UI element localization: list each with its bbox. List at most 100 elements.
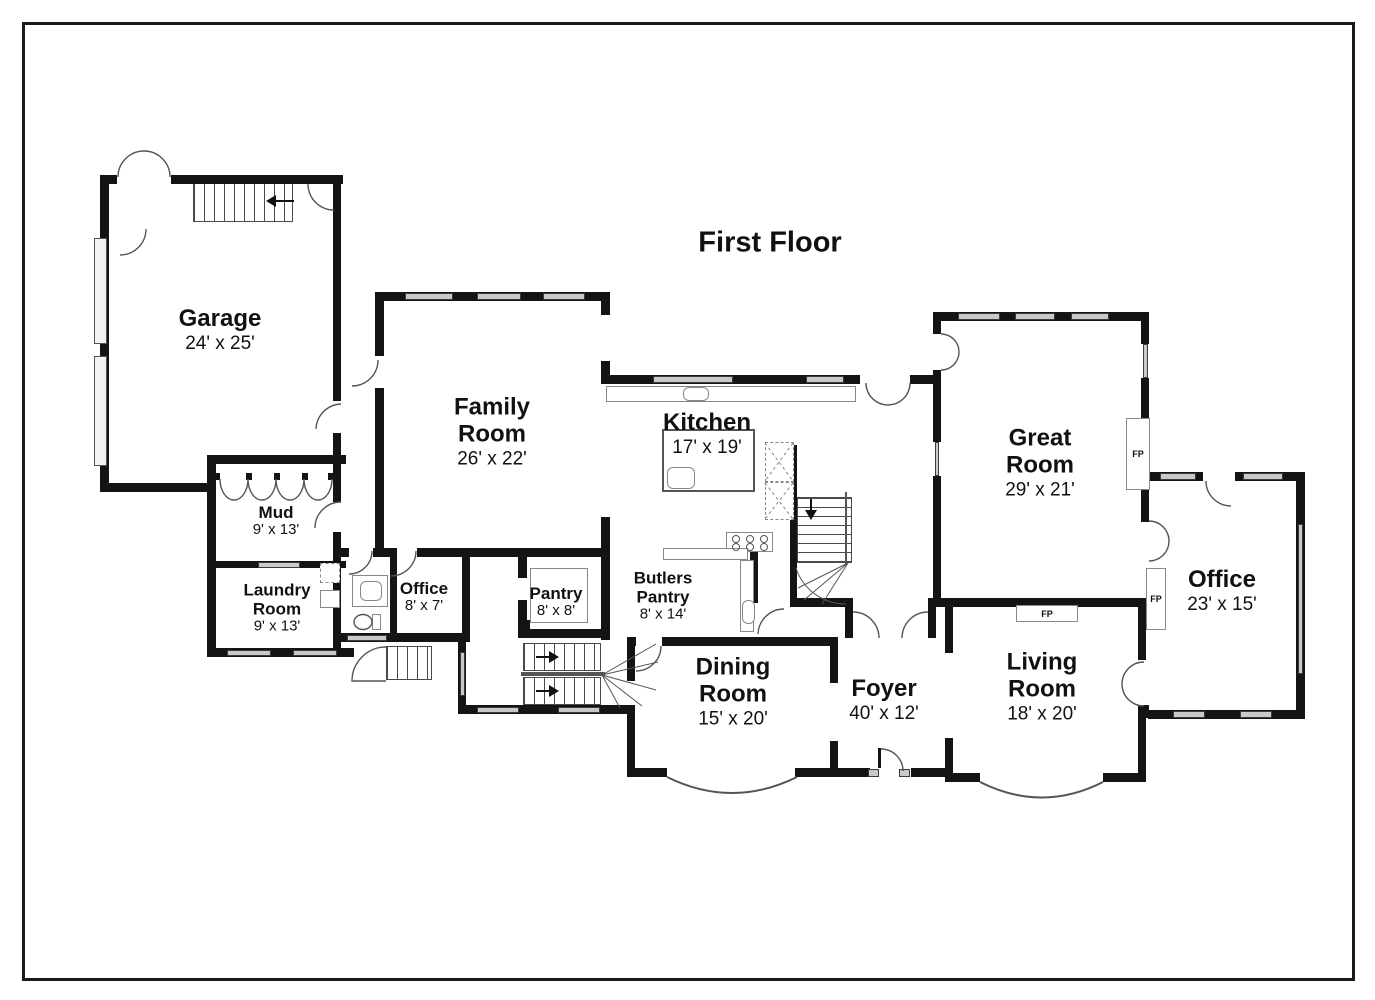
wall-segment: [390, 548, 397, 638]
window: [477, 293, 521, 300]
plan-title: First Floor: [698, 226, 842, 259]
wall-segment: [100, 175, 343, 184]
window: [1173, 711, 1205, 718]
coat-hook: [274, 473, 280, 480]
window: [935, 442, 939, 476]
wall-segment: [100, 483, 215, 492]
wall-segment: [933, 370, 941, 442]
coat-hook: [246, 473, 252, 480]
wall-segment: [945, 738, 953, 782]
pantry-shelving: [530, 568, 588, 623]
wall-segment: [790, 598, 853, 607]
main-stair-up-arrow-icon: [549, 651, 559, 663]
wall-segment: [1103, 773, 1146, 782]
wall-segment: [1141, 378, 1149, 420]
door-opening: [860, 375, 910, 384]
wall-segment: [518, 548, 527, 578]
plan-border-frame: [22, 22, 1355, 981]
wall-segment: [462, 548, 470, 642]
wall-segment: [928, 598, 936, 638]
room-label-mud-room: Mud 9' x 13': [252, 503, 300, 539]
door-opening: [933, 334, 941, 370]
wall-segment: [458, 705, 635, 714]
window: [1015, 313, 1055, 320]
wall-segment: [627, 637, 635, 681]
main-staircase-upper-run: [523, 643, 601, 671]
wall-segment: [845, 598, 853, 638]
back-stair-rail: [845, 492, 847, 564]
window: [1298, 524, 1303, 674]
fireplace-office: FP: [1146, 568, 1166, 630]
fireplace-living-room: FP: [1016, 605, 1078, 622]
laundry-machine: [320, 590, 340, 608]
wall-segment: [933, 476, 941, 600]
powder-sink: [360, 581, 382, 601]
wall-segment: [373, 548, 393, 557]
wall-segment: [601, 517, 610, 640]
window: [94, 356, 107, 466]
window: [347, 635, 387, 641]
window: [1071, 313, 1109, 320]
window: [958, 313, 1000, 320]
wall-segment: [1138, 607, 1146, 660]
door-opening: [117, 175, 171, 184]
door-opening: [870, 768, 911, 777]
main-staircase-lower-run: [523, 677, 601, 705]
window: [868, 769, 879, 777]
door-opening: [1203, 472, 1235, 481]
room-label-great-room: Great Room 29' x 21': [1005, 424, 1075, 501]
wall-segment: [830, 637, 838, 683]
main-stair-arrow-stem: [536, 690, 550, 692]
main-stair-arrow-stem: [536, 656, 550, 658]
front-door-leaf: [878, 748, 881, 770]
door-opening: [636, 637, 662, 646]
wall-segment: [795, 768, 832, 777]
back-stair-down-arrow-icon: [805, 510, 817, 520]
window: [653, 376, 733, 383]
garage-staircase: [193, 182, 293, 222]
wall-segment: [1148, 710, 1305, 719]
wall-segment: [790, 445, 797, 602]
wall-segment: [518, 600, 527, 638]
wall-segment: [333, 433, 341, 502]
tall-cabinet: [765, 482, 794, 520]
wall-segment: [341, 633, 469, 642]
window: [806, 376, 844, 383]
wall-segment: [933, 312, 941, 334]
wall-segment: [601, 375, 941, 384]
kitchen-counter: [606, 386, 856, 402]
wall-segment: [601, 361, 610, 382]
window: [94, 238, 107, 344]
window: [1243, 473, 1283, 480]
room-label-office-right: Office 23' x 15': [1187, 565, 1257, 615]
laundry-machine: [320, 563, 340, 583]
window: [558, 707, 600, 713]
wall-segment: [375, 292, 384, 356]
room-label-pantry: Pantry 8' x 8': [529, 584, 583, 620]
room-label-kitchen: Kitchen 17' x 19': [662, 408, 752, 458]
butlers-counter: [663, 548, 748, 560]
wall-segment: [945, 607, 953, 653]
garage-stair-arrow-icon: [266, 195, 276, 207]
door-opening: [601, 315, 610, 361]
coat-hook: [214, 473, 220, 480]
wall-segment: [627, 768, 667, 777]
back-staircase: [797, 497, 852, 563]
main-stair-up-arrow-icon: [549, 685, 559, 697]
window: [227, 650, 271, 656]
wall-segment: [207, 455, 216, 657]
wall-segment: [750, 548, 758, 603]
wall-segment: [207, 648, 354, 657]
room-label-family-room: Family Room 26' x 22': [453, 393, 531, 470]
wall-segment: [941, 598, 1149, 607]
room-label-foyer: Foyer 40' x 12': [849, 674, 919, 724]
window: [1240, 711, 1272, 718]
fireplace-great-room: FP: [1126, 418, 1150, 490]
window: [405, 293, 453, 300]
wall-segment: [1138, 705, 1146, 782]
wall-segment: [830, 741, 838, 777]
wall-segment: [601, 292, 610, 315]
room-label-office-small: Office 8' x 7': [399, 579, 449, 615]
wall-segment: [375, 388, 384, 548]
